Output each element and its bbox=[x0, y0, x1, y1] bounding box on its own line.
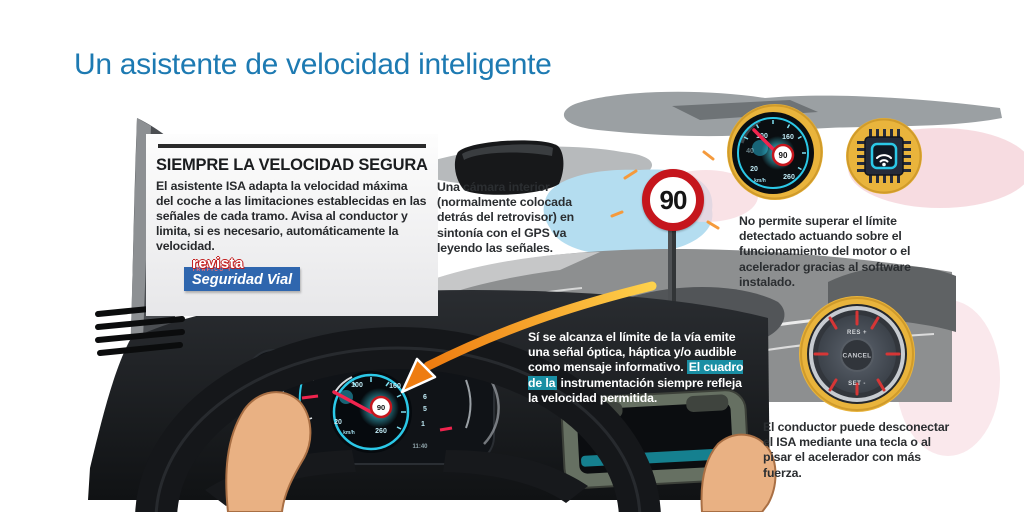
cluster-note-part2: instrumentación siempre refleja la veloc… bbox=[528, 375, 742, 405]
driver-hands bbox=[225, 391, 777, 512]
dash-speedo-260: 260 bbox=[375, 428, 387, 435]
icon-gauge-160: 160 bbox=[782, 134, 794, 141]
info-box-heading: SIEMPRE LA VELOCIDAD SEGURA bbox=[156, 155, 428, 174]
cluster-note-part1: Sí se alcanza el límite de la vía emite … bbox=[528, 330, 737, 375]
logo-box: TRÁFICO Y Seguridad Vial bbox=[184, 267, 301, 292]
logo-trafico: TRÁFICO Y bbox=[192, 267, 233, 273]
icon-limit-value: 90 bbox=[779, 151, 788, 160]
icon-limit-badge bbox=[771, 143, 795, 167]
driver-note: El conductor puede desconectar el ISA me… bbox=[763, 420, 950, 480]
cluster-note: Sí se alcanza el límite de la vía emite … bbox=[528, 330, 752, 406]
logo-revista: revista bbox=[192, 255, 244, 272]
svg-text:5: 5 bbox=[423, 406, 427, 413]
svg-text:6: 6 bbox=[423, 394, 427, 401]
logo-seguridad-vial: Seguridad Vial bbox=[192, 272, 293, 288]
camera-note: Una cámara interior (normalmente colocad… bbox=[437, 180, 575, 255]
info-box-body: El asistente ISA adapta la velocidad máx… bbox=[156, 178, 427, 254]
icon-gauge-260: 260 bbox=[783, 174, 795, 181]
dash-needle bbox=[332, 390, 373, 414]
dash-limit-value: 90 bbox=[377, 403, 385, 412]
icon-gauge-unit: km/h bbox=[754, 178, 766, 184]
dash-speedometer: 100 160 20 260 km/h 90 bbox=[330, 371, 412, 453]
red-ticks bbox=[813, 310, 901, 396]
dash-speedo-unit: km/h bbox=[343, 430, 355, 436]
icon-gauge-40: 40 bbox=[746, 148, 754, 155]
dash-speedo-20: 20 bbox=[334, 419, 342, 426]
magazine-logo: revista TRÁFICO Y Seguridad Vial bbox=[184, 255, 301, 292]
interior-camera bbox=[454, 140, 564, 195]
dash-speedo-100: 100 bbox=[351, 382, 363, 389]
dash-limit-badge bbox=[369, 395, 393, 419]
pointer-arrow bbox=[400, 281, 657, 394]
svg-text:1: 1 bbox=[421, 421, 425, 428]
chip-pins bbox=[857, 129, 911, 183]
speed-limit-value: 90 bbox=[659, 184, 688, 215]
sign-pole bbox=[668, 228, 676, 304]
dial-set-label: SET - bbox=[848, 381, 866, 387]
info-box-rule bbox=[158, 144, 426, 148]
dial-cancel-label: CANCEL bbox=[843, 353, 872, 360]
isa-gauge-icon: 100 160 40 20 260 km/h 90 bbox=[726, 103, 826, 203]
dash-clock: 11:40 bbox=[412, 444, 428, 450]
dash-speedo-160: 160 bbox=[389, 383, 401, 390]
engine-note: No permite superar el límite detectado a… bbox=[739, 214, 911, 289]
wifi-icon bbox=[876, 154, 892, 167]
dash-right-gauge: 6 5 1 bbox=[421, 379, 472, 432]
software-chip-icon bbox=[845, 117, 923, 195]
icon-gauge-20: 20 bbox=[750, 166, 758, 173]
cancel-dial-icon: RES + CANCEL SET - bbox=[795, 292, 919, 416]
dial-res-label: RES + bbox=[847, 330, 867, 336]
speed-limit-sign: 90 bbox=[642, 169, 704, 231]
page-title: Un asistente de velocidad inteligente bbox=[74, 48, 552, 81]
cancel-button bbox=[840, 338, 874, 372]
sign-sparkles bbox=[610, 150, 720, 230]
